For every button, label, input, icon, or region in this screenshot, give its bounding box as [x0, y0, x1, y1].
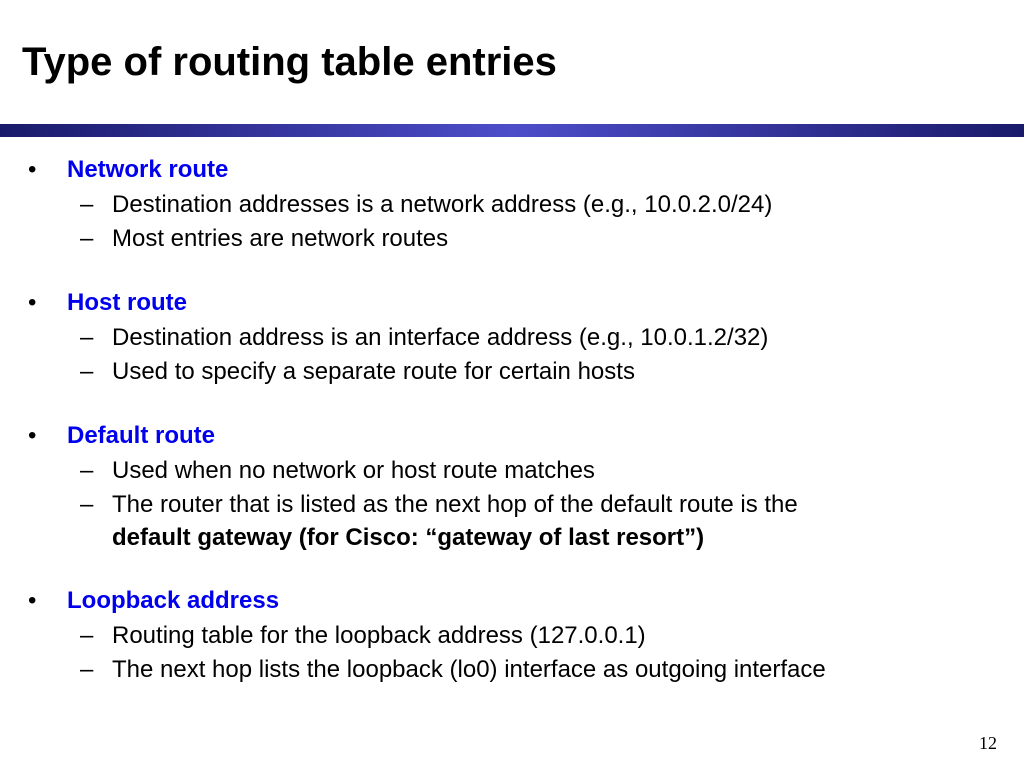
slide-content: • Network route – Destination addresses …	[0, 152, 1024, 716]
bullet-item: • Default route	[0, 418, 1024, 454]
bullet-item: • Network route	[0, 152, 1024, 188]
sub-item: – Used when no network or host route mat…	[0, 454, 1024, 488]
dash-icon: –	[80, 656, 94, 683]
sub-item-text: Most entries are network routes	[112, 225, 449, 252]
dash-icon: –	[80, 191, 94, 218]
sub-item: – Routing table for the loopback address…	[0, 619, 1024, 653]
dash-icon: –	[80, 491, 94, 518]
dash-icon: –	[80, 324, 94, 351]
sub-item-text: Destination address is an interface addr…	[112, 324, 769, 351]
bullet-dot-icon: •	[28, 156, 37, 183]
sub-item: – Used to specify a separate route for c…	[0, 355, 1024, 389]
bullet-heading: Default route	[67, 422, 216, 449]
section-network-route: • Network route – Destination addresses …	[0, 152, 1024, 256]
sub-item-text: Used when no network or host route match…	[112, 457, 595, 484]
sub-item-text-line-2: default gateway (for Cisco: “gateway of …	[112, 524, 705, 551]
bullet-dot-icon: •	[28, 587, 37, 614]
sub-item-text-line-1: The router that is listed as the next ho…	[112, 491, 798, 518]
sub-item-text: Destination addresses is a network addre…	[112, 191, 773, 218]
sub-item-text: Routing table for the loopback address (…	[112, 622, 646, 649]
bullet-heading: Loopback address	[67, 587, 280, 614]
bullet-dot-icon: •	[28, 422, 37, 449]
sub-item: – Destination addresses is a network add…	[0, 188, 1024, 222]
sub-item: – Destination address is an interface ad…	[0, 321, 1024, 355]
section-loopback-address: • Loopback address – Routing table for t…	[0, 583, 1024, 687]
bullet-heading: Host route	[67, 289, 187, 316]
bullet-dot-icon: •	[28, 289, 37, 316]
dash-icon: –	[80, 457, 94, 484]
section-host-route: • Host route – Destination address is an…	[0, 285, 1024, 389]
section-default-route: • Default route – Used when no network o…	[0, 418, 1024, 554]
title-rule	[0, 124, 1024, 137]
dash-icon: –	[80, 622, 94, 649]
title-rule-bar	[0, 124, 1024, 137]
sub-item: – The router that is listed as the next …	[0, 488, 1024, 554]
dash-icon: –	[80, 225, 94, 252]
sub-item-text: The router that is listed as the next ho…	[112, 488, 992, 554]
bullet-item: • Host route	[0, 285, 1024, 321]
bullet-item: • Loopback address	[0, 583, 1024, 619]
dash-icon: –	[80, 358, 94, 385]
bullet-heading: Network route	[67, 156, 229, 183]
page-number: 12	[979, 733, 997, 753]
sub-item: – Most entries are network routes	[0, 222, 1024, 256]
sub-item: – The next hop lists the loopback (lo0) …	[0, 653, 1024, 687]
sub-item-text: The next hop lists the loopback (lo0) in…	[112, 656, 826, 683]
sub-item-text: Used to specify a separate route for cer…	[112, 358, 635, 385]
slide-title: Type of routing table entries	[22, 40, 557, 84]
